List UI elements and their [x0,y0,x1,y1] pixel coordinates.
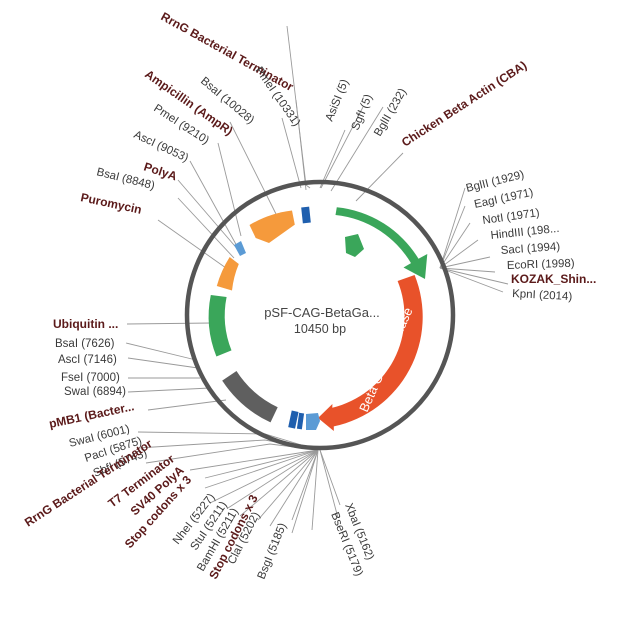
label-saci-1994: SacI (1994) [500,241,560,257]
feature-ampr-arc[interactable] [249,210,295,244]
feature-t7-terminator[interactable] [296,412,305,430]
label-fsei-7000: FseI (7000) [61,372,120,384]
feature-polya-block[interactable] [234,241,246,256]
feature-rrng-bottom[interactable] [288,410,299,429]
label-rrng-top: RrnG Bacterial Terminator [159,9,297,94]
label-bsai-7626: BsaI (7626) [55,338,115,350]
plasmid-size: 10450 bp [294,322,346,336]
label-cba: Chicken Beta Actin (CBA) [399,58,529,149]
label-puromycin: Puromycin [79,190,143,217]
backbone-circle [184,179,456,451]
label-kozak: KOZAK_Shin... [511,272,596,286]
label-asci-9053: AscI (9053) [132,129,191,165]
label-ecori-1998: EcoRI (1998) [507,258,575,272]
label-bglii-232: BglII (232) [372,86,409,138]
feature-betagal-arc[interactable] [318,275,423,431]
label-bsgi-5185: BsgI (5185) [256,521,289,581]
label-asci-7146: AscI (7146) [58,354,117,366]
label-noti-1971: NotI (1971) [482,207,541,227]
label-asisi-5: AsiSI (5) [324,78,352,124]
feature-pmb1-arc[interactable] [222,371,278,423]
plasmid-name: pSF-CAG-BetaGa... [264,305,380,320]
feature-cba-block[interactable] [345,234,364,257]
feature-sv40-polya[interactable] [306,413,320,430]
label-ubiquitin: Ubiquitin ... [53,317,118,331]
label-swai-6894: SwaI (6894) [64,386,126,398]
feature-ubiquitin-arc[interactable] [208,295,232,357]
label-kpni-2014: KpnI (2014) [512,288,573,303]
label-hindiii: HindIII (198... [490,223,560,242]
feature-rrng-top[interactable] [301,206,311,224]
labels: RrnG Bacterial Terminator PmeI (10331) B… [22,9,596,581]
feature-puromycin-arc[interactable] [216,257,239,291]
feature-cag-arc[interactable] [335,207,428,279]
features [208,206,428,431]
